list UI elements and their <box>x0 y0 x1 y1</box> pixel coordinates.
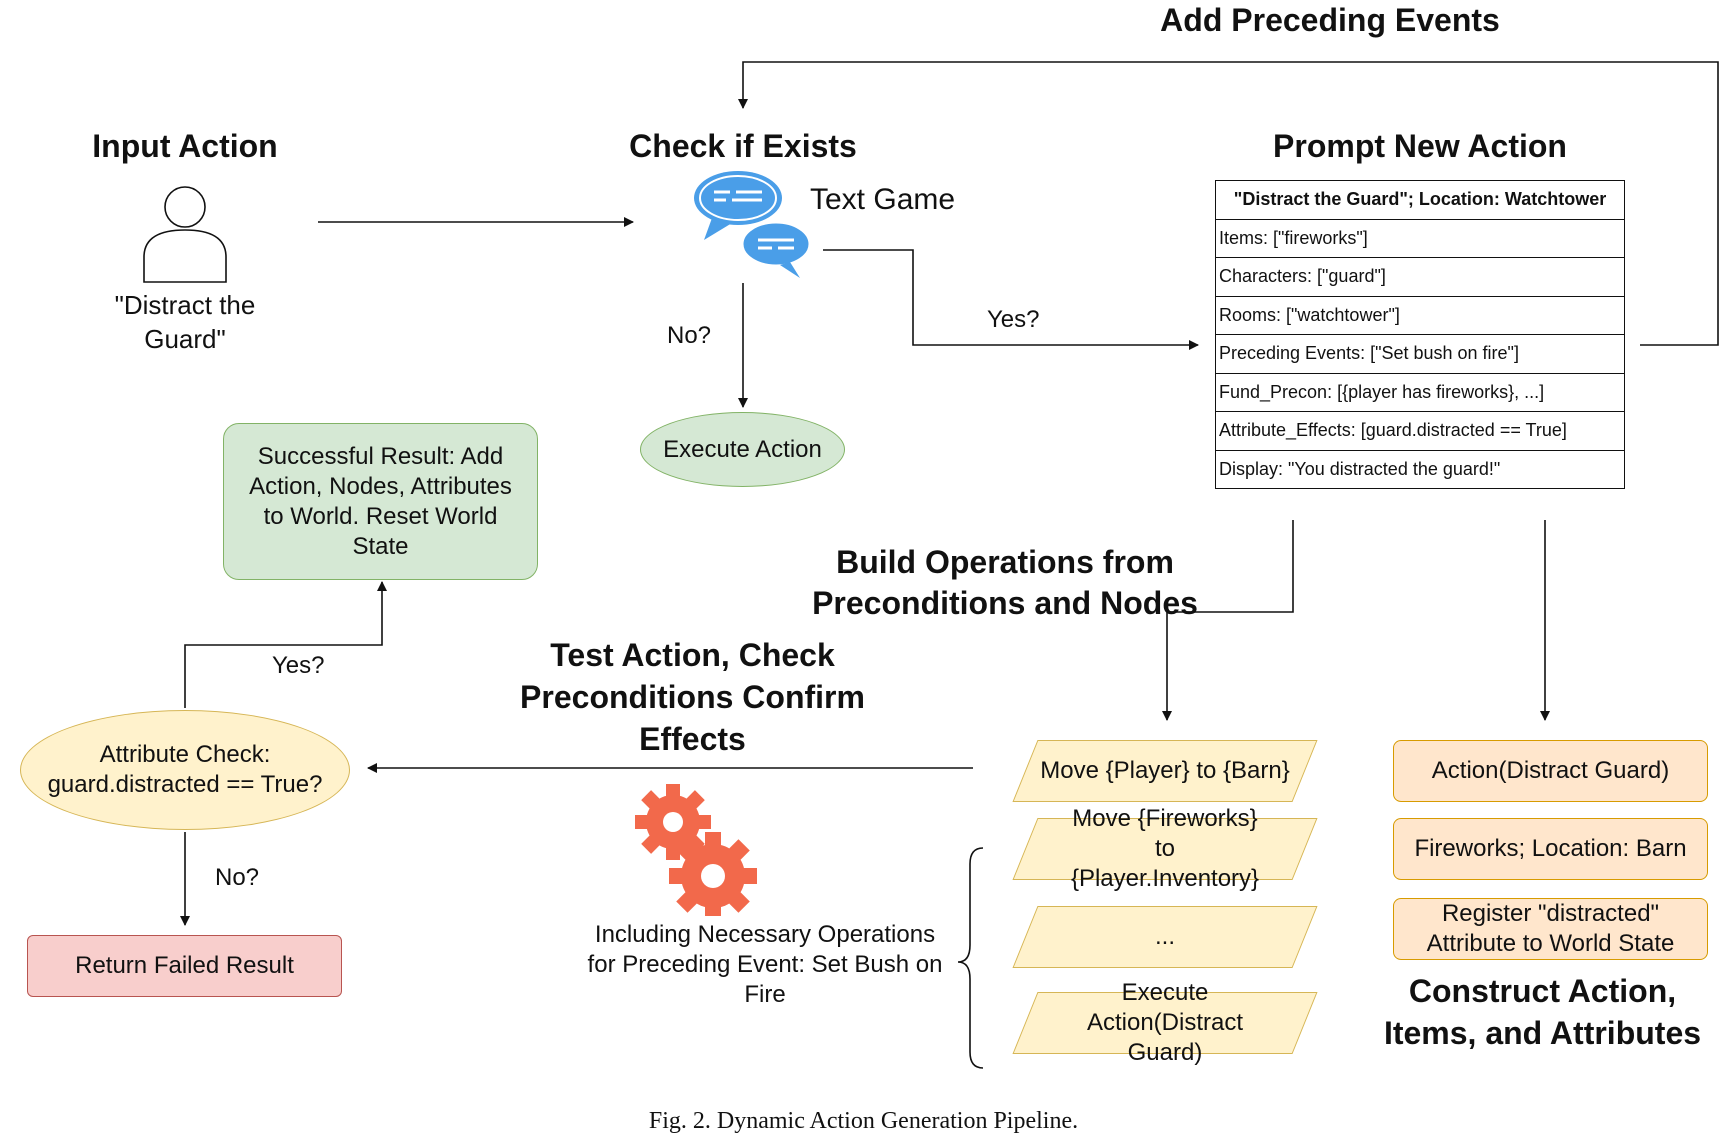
construct-fireworks-box: Fireworks; Location: Barn <box>1393 818 1708 880</box>
prompt-table-header: "Distract the Guard"; Location: Watchtow… <box>1215 180 1625 220</box>
person-icon <box>143 186 227 283</box>
prompt-table-row: Fund_Precon: [{player has fireworks}, ..… <box>1215 372 1625 412</box>
arrow-add-preceding-loop <box>738 61 1719 346</box>
prompt-new-action-table: "Distract the Guard"; Location: Watchtow… <box>1215 180 1625 489</box>
heading-input-action: Input Action <box>92 128 278 164</box>
successful-result-text: Successful Result: Add Action, Nodes, At… <box>249 442 512 560</box>
heading-prompt-new-action: Prompt New Action <box>1273 128 1567 164</box>
failed-result-box: Return Failed Result <box>27 935 342 997</box>
label-no-execute: No? <box>667 322 712 349</box>
prompt-table-cell: Items: ["fireworks"] <box>1215 218 1625 258</box>
execute-action-node: Execute Action <box>640 412 845 487</box>
arrow-prompt-to-operations <box>1162 520 1294 721</box>
heading-test-action: Test Action, Check Preconditions Confirm… <box>520 637 865 757</box>
successful-result-box: Successful Result: Add Action, Nodes, At… <box>223 423 538 580</box>
attribute-check-text: Attribute Check: guard.distracted == Tru… <box>47 741 323 798</box>
execute-action-label: Execute Action <box>663 435 822 463</box>
arrow-check-to-success <box>184 581 387 708</box>
prompt-table-row: Attribute_Effects: [guard.distracted == … <box>1215 411 1625 451</box>
input-action-text: "Distract the Guard" <box>114 290 256 354</box>
operation-label: Execute Action(Distract Guard) <box>1086 979 1244 1066</box>
prompt-table-cell: Rooms: ["watchtower"] <box>1215 295 1625 335</box>
gears-icon <box>635 784 757 916</box>
prompt-table-cell: Attribute_Effects: [guard.distracted == … <box>1215 411 1625 451</box>
heading-build-operations: Build Operations from Preconditions and … <box>812 544 1198 621</box>
operation-ellipsis: ... <box>1012 906 1318 968</box>
construct-item-label: Register "distracted" Attribute to World… <box>1426 900 1675 957</box>
construct-item-label: Action(Distract Guard) <box>1431 757 1670 784</box>
prompt-table-cell: Fund_Precon: [{player has fireworks}, ..… <box>1215 372 1625 412</box>
figure-caption: Fig. 2. Dynamic Action Generation Pipeli… <box>648 1108 1079 1134</box>
operation-label: Move {Player} to {Barn} <box>1040 757 1290 784</box>
construct-action-box: Action(Distract Guard) <box>1393 740 1708 802</box>
prompt-table-row: Display: "You distracted the guard!" <box>1215 449 1625 489</box>
operation-execute-action: Execute Action(Distract Guard) <box>1012 979 1318 1066</box>
heading-add-preceding-events: Add Preceding Events <box>1160 2 1500 38</box>
text-game-label: Text Game <box>810 183 956 216</box>
prompt-table-row: Characters: ["guard"] <box>1215 257 1625 297</box>
operation-move-fireworks: Move {Fireworks} to {Player.Inventory} <box>1012 805 1318 892</box>
arrow-check-to-prompt <box>823 249 1199 350</box>
operation-label: Move {Fireworks} to {Player.Inventory} <box>1070 805 1260 892</box>
including-operations-text: Including Necessary Operations for Prece… <box>587 921 943 1008</box>
attribute-check-node: Attribute Check: guard.distracted == Tru… <box>20 710 350 830</box>
label-no-failed: No? <box>215 864 260 891</box>
prompt-table-header-row: "Distract the Guard"; Location: Watchtow… <box>1215 180 1625 220</box>
failed-result-text: Return Failed Result <box>75 952 294 979</box>
label-yes-success: Yes? <box>272 652 325 679</box>
prompt-table-cell: Characters: ["guard"] <box>1215 257 1625 297</box>
prompt-table-cell: Preceding Events: ["Set bush on fire"] <box>1215 334 1625 374</box>
label-yes-prompt: Yes? <box>987 306 1040 333</box>
chat-bubbles-icon <box>694 171 812 278</box>
prompt-table-row: Rooms: ["watchtower"] <box>1215 295 1625 335</box>
operations-brace <box>957 847 984 1069</box>
prompt-table-row: Preceding Events: ["Set bush on fire"] <box>1215 334 1625 374</box>
heading-check-if-exists: Check if Exists <box>629 128 857 164</box>
operation-label: ... <box>1154 923 1175 950</box>
prompt-table-row: Items: ["fireworks"] <box>1215 218 1625 258</box>
heading-construct-action: Construct Action, Items, and Attributes <box>1383 973 1702 1051</box>
prompt-table-cell: Display: "You distracted the guard!" <box>1215 449 1625 489</box>
construct-item-label: Fireworks; Location: Barn <box>1414 835 1687 862</box>
construct-attribute-box: Register "distracted" Attribute to World… <box>1393 898 1708 960</box>
operation-move-player: Move {Player} to {Barn} <box>1012 740 1318 802</box>
